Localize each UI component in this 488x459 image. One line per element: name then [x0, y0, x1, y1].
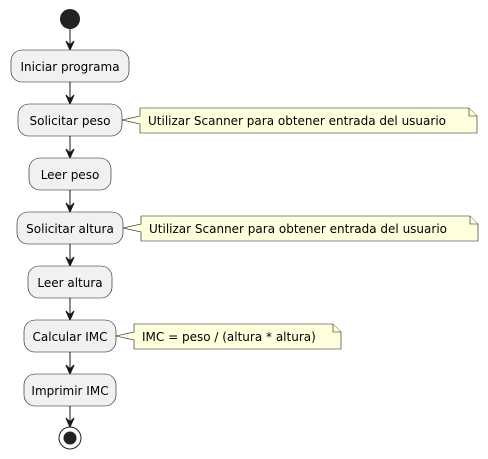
node-calcular-imc: Calcular IMC [23, 319, 117, 353]
node-label: Solicitar altura [26, 222, 114, 236]
note-calcular-imc: IMC = peso / (altura * altura) [115, 323, 342, 350]
node-label: Iniciar programa [20, 60, 119, 74]
node-iniciar: Iniciar programa [10, 49, 130, 83]
edges [65, 29, 75, 429]
arrowhead [65, 364, 75, 376]
arrowhead [65, 40, 75, 52]
node-label: Imprimir IMC [31, 384, 108, 398]
node-solicitar-altura: Solicitar altura [16, 211, 124, 245]
node-imprimir-imc: Imprimir IMC [23, 373, 117, 407]
arrowhead [65, 94, 75, 106]
note-text: Utilizar Scanner para obtener entrada de… [149, 222, 447, 236]
arrowhead [65, 256, 75, 268]
note-solicitar-peso: Utilizar Scanner para obtener entrada de… [121, 107, 478, 134]
start-node [60, 9, 80, 29]
arrowhead [65, 310, 75, 322]
note-text: Utilizar Scanner para obtener entrada de… [148, 114, 446, 128]
node-label: Leer peso [41, 168, 100, 182]
node-solicitar-peso: Solicitar peso [17, 103, 123, 137]
node-leer-altura: Leer altura [27, 265, 113, 299]
arrowhead [65, 202, 75, 214]
arrowhead [65, 417, 75, 429]
note-solicitar-altura: Utilizar Scanner para obtener entrada de… [122, 215, 479, 242]
arrowhead [65, 148, 75, 160]
node-label: Calcular IMC [33, 330, 108, 344]
node-leer-peso: Leer peso [28, 157, 112, 191]
end-node [58, 426, 82, 450]
node-label: Leer altura [37, 276, 102, 290]
note-text: IMC = peso / (altura * altura) [142, 330, 316, 344]
node-label: Solicitar peso [30, 114, 111, 128]
